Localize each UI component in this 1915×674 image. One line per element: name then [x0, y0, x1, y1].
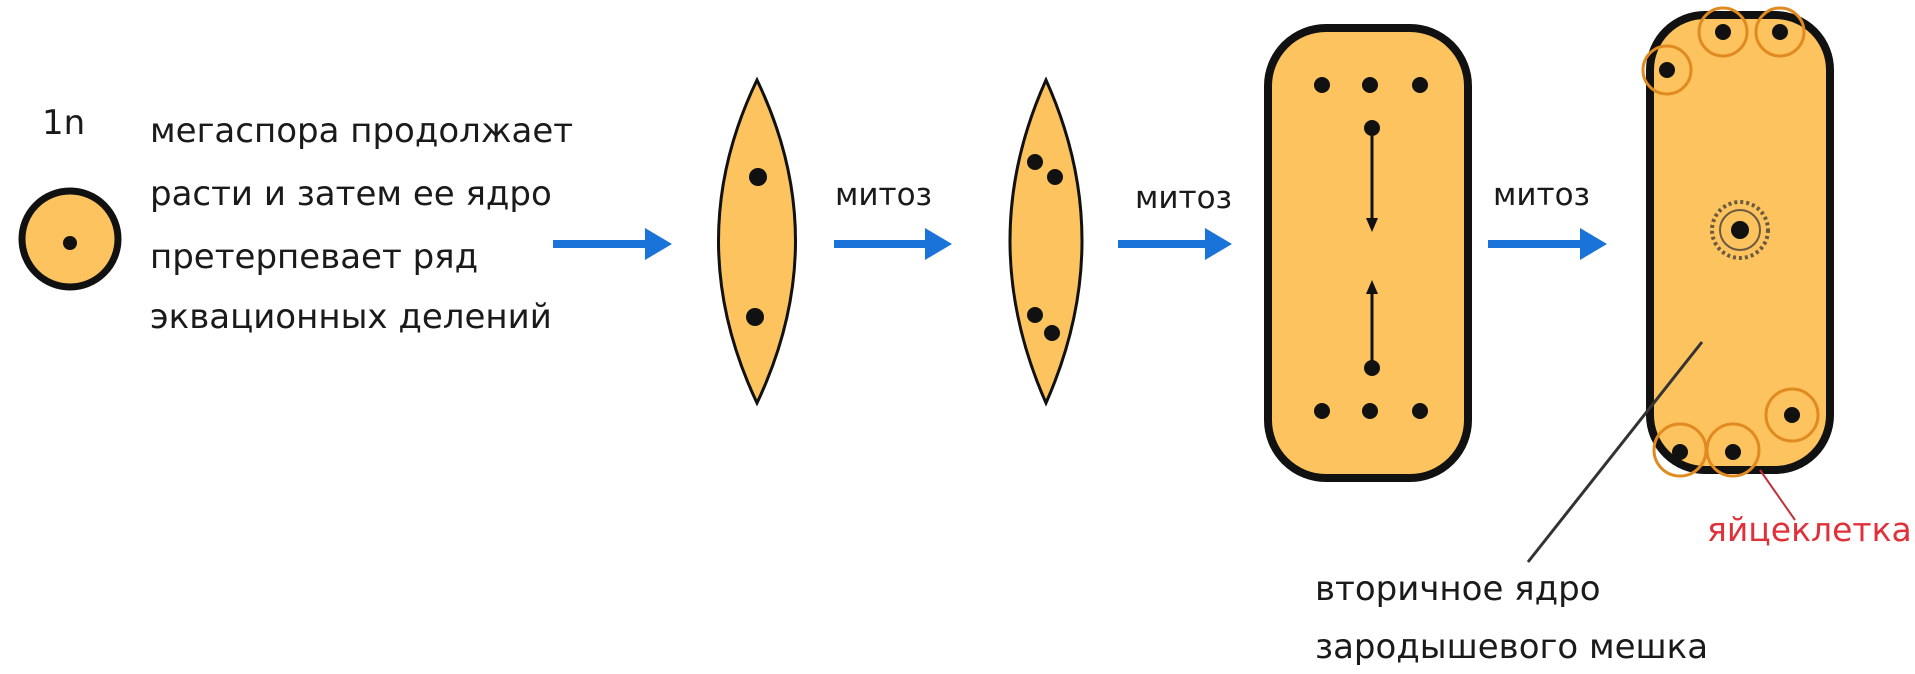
arrow-2 [834, 228, 952, 260]
nucleus [1412, 77, 1428, 93]
four-nucleate-cell [1008, 76, 1084, 407]
nucleus [1027, 154, 1043, 170]
nucleus [1672, 444, 1688, 460]
nucleus [1364, 360, 1380, 376]
secondary-nucleus-leader-line [1526, 341, 1704, 563]
nucleus [1047, 169, 1063, 185]
egg-cell-label: яйцеклетка [1707, 510, 1912, 549]
nucleus [1715, 24, 1731, 40]
eight-nucleate-cell [1264, 24, 1472, 482]
synergid-cell [1764, 387, 1820, 443]
nucleus [1362, 77, 1378, 93]
arrow-3 [1118, 228, 1232, 260]
nucleus [1412, 403, 1428, 419]
secondary-nucleus-ring [1710, 200, 1770, 260]
mitosis-label-1: митоз [835, 177, 933, 213]
nucleus [746, 308, 764, 326]
nucleus [1725, 444, 1741, 460]
nucleus [1027, 307, 1043, 323]
description-line-3: претерпевает ряд [150, 237, 479, 277]
description-line-1: мегаспора продолжает [150, 111, 574, 151]
two-nucleate-cell [717, 76, 797, 407]
nucleus [1314, 403, 1330, 419]
nucleus [749, 168, 767, 186]
antipodal-cell [1754, 6, 1806, 58]
ploidy-label: 1n [42, 103, 86, 143]
secondary-nucleus-ring-inner [1719, 209, 1761, 251]
description-line-4: эквационных делений [150, 297, 552, 337]
megaspore-cell [18, 187, 122, 291]
secondary-nucleus-label-line-1: вторичное ядро [1315, 569, 1601, 609]
nucleus [1362, 403, 1378, 419]
antipodal-cell [1697, 6, 1749, 58]
secondary-nucleus-label-line-2: зародышевого мешка [1315, 627, 1709, 667]
nucleus [1314, 77, 1330, 93]
mitosis-label-2: митоз [1135, 180, 1233, 216]
antipodal-cell [1641, 44, 1693, 96]
nucleus [1364, 120, 1380, 136]
nucleus [1044, 325, 1060, 341]
egg-cell-leader-line [1759, 469, 1796, 521]
egg-cell [1705, 422, 1761, 478]
mitosis-label-3: митоз [1493, 177, 1591, 213]
description-line-2: расти и затем ее ядро [150, 174, 552, 214]
embryo-sac-cell [1641, 6, 1834, 478]
arrow-4 [1488, 228, 1607, 260]
arrow-1 [553, 228, 672, 260]
nucleus [1784, 407, 1800, 423]
nucleus [1659, 62, 1675, 78]
secondary-nucleus [1731, 221, 1749, 239]
nucleus [1772, 24, 1788, 40]
megaspore-nucleus [63, 236, 77, 250]
